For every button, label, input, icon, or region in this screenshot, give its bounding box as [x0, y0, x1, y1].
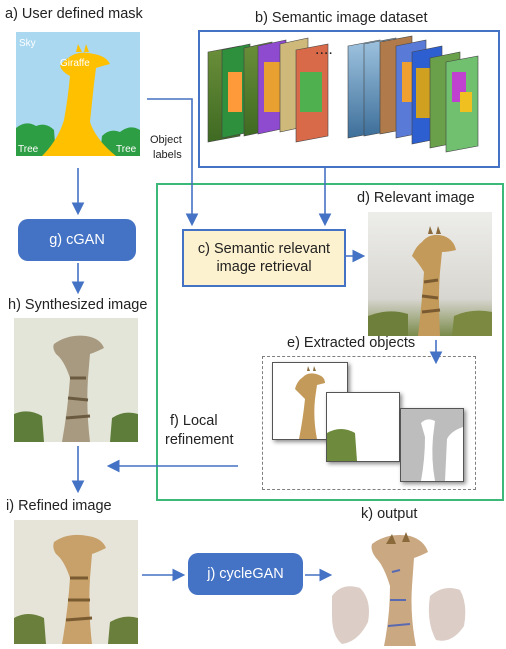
refined-image: [14, 520, 138, 644]
mask-tag-sky: Sky: [19, 38, 36, 49]
object-labels-line1: Object: [150, 134, 182, 146]
dataset-label: b) Semantic image dataset: [255, 10, 428, 26]
refined-image-label: i) Refined image: [6, 498, 112, 514]
cyclegan-box: j) cycleGAN: [188, 553, 303, 595]
output-image: [332, 526, 468, 646]
output-label: k) output: [361, 506, 418, 522]
extracted-objects-box: [262, 356, 476, 490]
object-labels-line2: labels: [153, 149, 182, 161]
retrieval-label-line2: image retrieval: [216, 259, 312, 275]
relevant-image: [368, 212, 492, 336]
retrieval-label-line1: c) Semantic relevant: [197, 241, 331, 257]
synthesized-image-label: h) Synthesized image: [8, 297, 148, 313]
mask-label: a) User defined mask: [5, 6, 143, 22]
processing-box: [156, 183, 504, 501]
extracted-objects-label: e) Extracted objects: [287, 335, 416, 351]
dataset-stack: ....: [200, 32, 496, 164]
extracted-object-3: [400, 408, 464, 482]
dataset-ellipsis: ....: [315, 41, 333, 58]
retrieval-box: c) Semantic relevant image retrieval: [182, 229, 346, 287]
mask-tag-tree-right: Tree: [116, 144, 137, 155]
cgan-box: g) cGAN: [18, 219, 136, 261]
mask-tag-giraffe: Giraffe: [60, 58, 90, 69]
cgan-label: g) cGAN: [49, 232, 105, 248]
refine-label-line1: f) Local: [170, 413, 218, 429]
user-mask-image: Sky Giraffe Tree Tree: [16, 32, 140, 156]
refine-label-line2: refinement: [165, 432, 234, 448]
cyclegan-label: j) cycleGAN: [207, 566, 284, 582]
dataset-box: [198, 30, 500, 168]
extracted-object-2: [326, 392, 400, 462]
relevant-image-label: d) Relevant image: [357, 190, 475, 206]
synthesized-image: [14, 318, 138, 442]
mask-tag-tree-left: Tree: [18, 144, 39, 155]
